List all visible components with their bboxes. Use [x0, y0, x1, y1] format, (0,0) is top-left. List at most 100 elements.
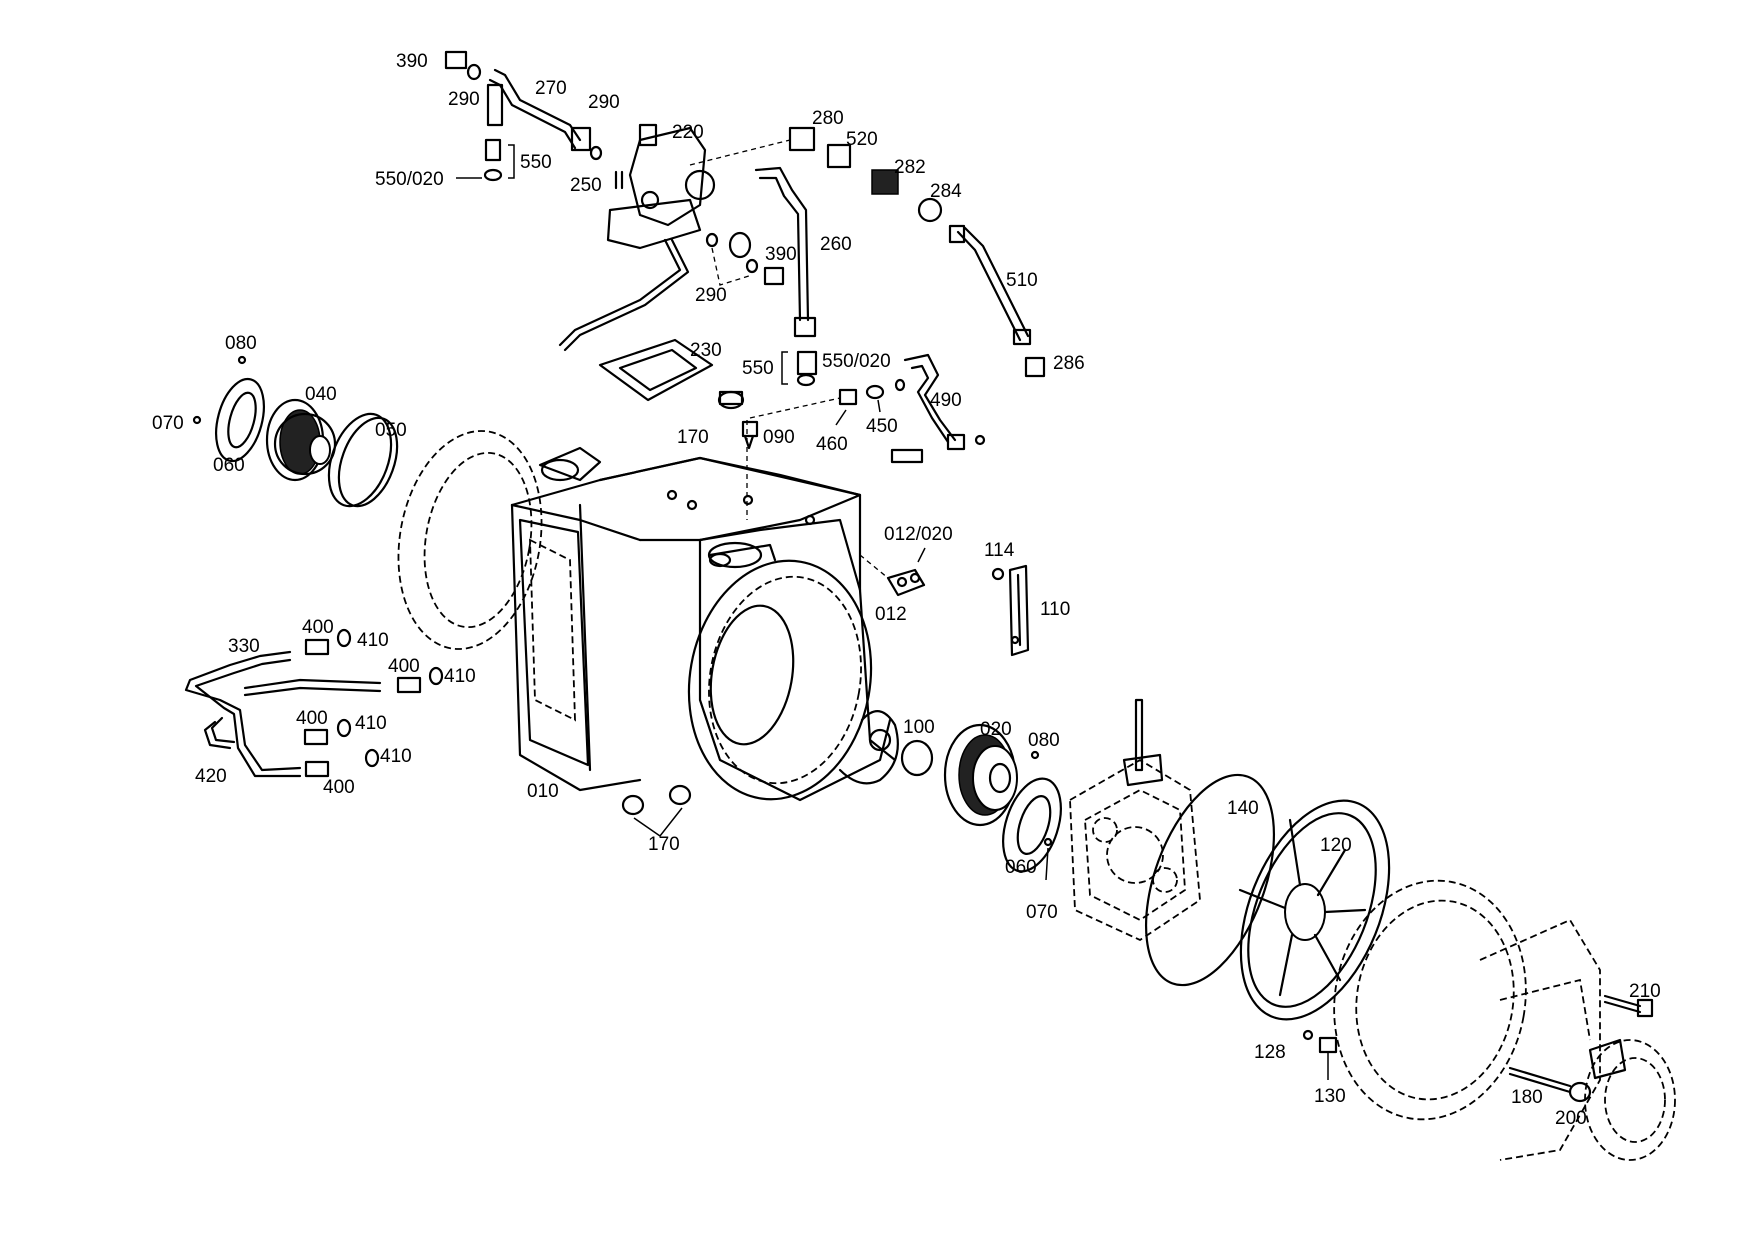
label-400d: 400 [323, 777, 355, 798]
label-170b: 170 [648, 834, 680, 855]
label-550b: 550 [742, 358, 774, 379]
label-012: 012 [875, 604, 907, 625]
screw-114 [991, 567, 1005, 581]
label-010: 010 [527, 781, 559, 802]
label-490: 490 [930, 390, 962, 411]
label-400b: 400 [388, 656, 420, 677]
bushing-100 [900, 739, 934, 777]
label-140: 140 [1227, 798, 1259, 819]
fitting-286 [1024, 356, 1046, 378]
label-170a: 170 [677, 427, 709, 448]
label-410d: 410 [380, 746, 412, 767]
valve-block-220 [558, 123, 716, 352]
label-120: 120 [1320, 835, 1352, 856]
label-284: 284 [930, 181, 962, 202]
pipe-330-420 [184, 650, 382, 778]
label-070b: 070 [1026, 902, 1058, 923]
label-128: 128 [1254, 1042, 1286, 1063]
label-100: 100 [903, 717, 935, 738]
nut-200 [1568, 1081, 1592, 1103]
housing-lower-right [1333, 879, 1676, 1161]
plug-130 [1318, 1036, 1338, 1080]
plugs-170-bottom [621, 784, 692, 838]
oring-290-b [589, 145, 603, 161]
screw-070-right [1043, 837, 1053, 847]
bearing-020 [943, 723, 1018, 827]
shim-060-left [215, 377, 265, 463]
label-290a: 290 [448, 89, 480, 110]
label-250: 250 [570, 175, 602, 196]
fittings-400-410 [303, 628, 444, 778]
fitting-550-top [483, 138, 515, 182]
pin-080-right [1030, 750, 1040, 760]
label-290c: 290 [695, 285, 727, 306]
screw-070-left [192, 415, 202, 425]
label-180: 180 [1511, 1087, 1543, 1108]
gasket-230 [598, 338, 714, 402]
leader-450 [877, 399, 881, 413]
label-410a: 410 [357, 630, 389, 651]
pipe-260 [754, 166, 817, 338]
label-060a: 060 [213, 455, 245, 476]
pipe-270 [486, 68, 592, 152]
label-280: 280 [812, 108, 844, 129]
label-210: 210 [1629, 981, 1661, 1002]
label-510: 510 [1006, 270, 1038, 291]
label-460: 460 [816, 434, 848, 455]
label-400c: 400 [296, 708, 328, 729]
label-520: 520 [846, 129, 878, 150]
label-130: 130 [1314, 1086, 1346, 1107]
housing-010 [397, 420, 899, 802]
label-110: 110 [1040, 599, 1070, 620]
label-012-020: 012/020 [884, 524, 953, 545]
label-550-020a: 550/020 [375, 169, 444, 190]
label-114: 114 [984, 540, 1015, 561]
label-390b: 390 [765, 244, 797, 265]
shim-060-right [1002, 777, 1062, 873]
bolt-210 [1603, 994, 1654, 1018]
screw-250 [614, 170, 624, 190]
label-550-020b: 550/020 [822, 351, 891, 372]
label-450: 450 [866, 416, 898, 437]
part-012 [859, 547, 926, 597]
fitting-390-top [444, 50, 482, 81]
label-090: 090 [763, 427, 795, 448]
leader-460 [835, 409, 847, 426]
fittings-450-460 [749, 378, 906, 419]
gearbox-component [1069, 698, 1201, 942]
bearing-040 [265, 398, 337, 482]
label-040: 040 [305, 384, 337, 405]
plug-170-top [717, 390, 745, 410]
pipe-490 [890, 353, 986, 464]
label-290b: 290 [588, 92, 620, 113]
dipstick-110 [1008, 564, 1030, 657]
leader-070b [1045, 847, 1049, 881]
stud-180 [1508, 1066, 1572, 1094]
label-050: 050 [375, 420, 407, 441]
label-420: 420 [195, 766, 227, 787]
screw-128 [1302, 1029, 1314, 1041]
label-220: 220 [672, 122, 704, 143]
label-230: 230 [690, 340, 722, 361]
label-410c: 410 [355, 713, 387, 734]
label-410b: 410 [444, 666, 476, 687]
label-550a: 550 [520, 152, 552, 173]
fittings-280-284 [689, 126, 943, 223]
label-286: 286 [1053, 353, 1085, 374]
label-060b: 060 [1005, 857, 1037, 878]
label-070a: 070 [152, 413, 184, 434]
label-390a: 390 [396, 51, 428, 72]
pipe-510 [948, 224, 1032, 346]
label-080b: 080 [1028, 730, 1060, 751]
cover-120 [1238, 799, 1391, 1021]
label-020: 020 [980, 719, 1012, 740]
label-400a: 400 [302, 617, 334, 638]
pin-080-left [237, 355, 247, 365]
label-080a: 080 [225, 333, 257, 354]
fitting-390-mid [705, 231, 785, 286]
label-282: 282 [894, 157, 926, 178]
label-330: 330 [228, 636, 260, 657]
plug-090 [741, 420, 759, 450]
label-200: 200 [1555, 1108, 1587, 1129]
